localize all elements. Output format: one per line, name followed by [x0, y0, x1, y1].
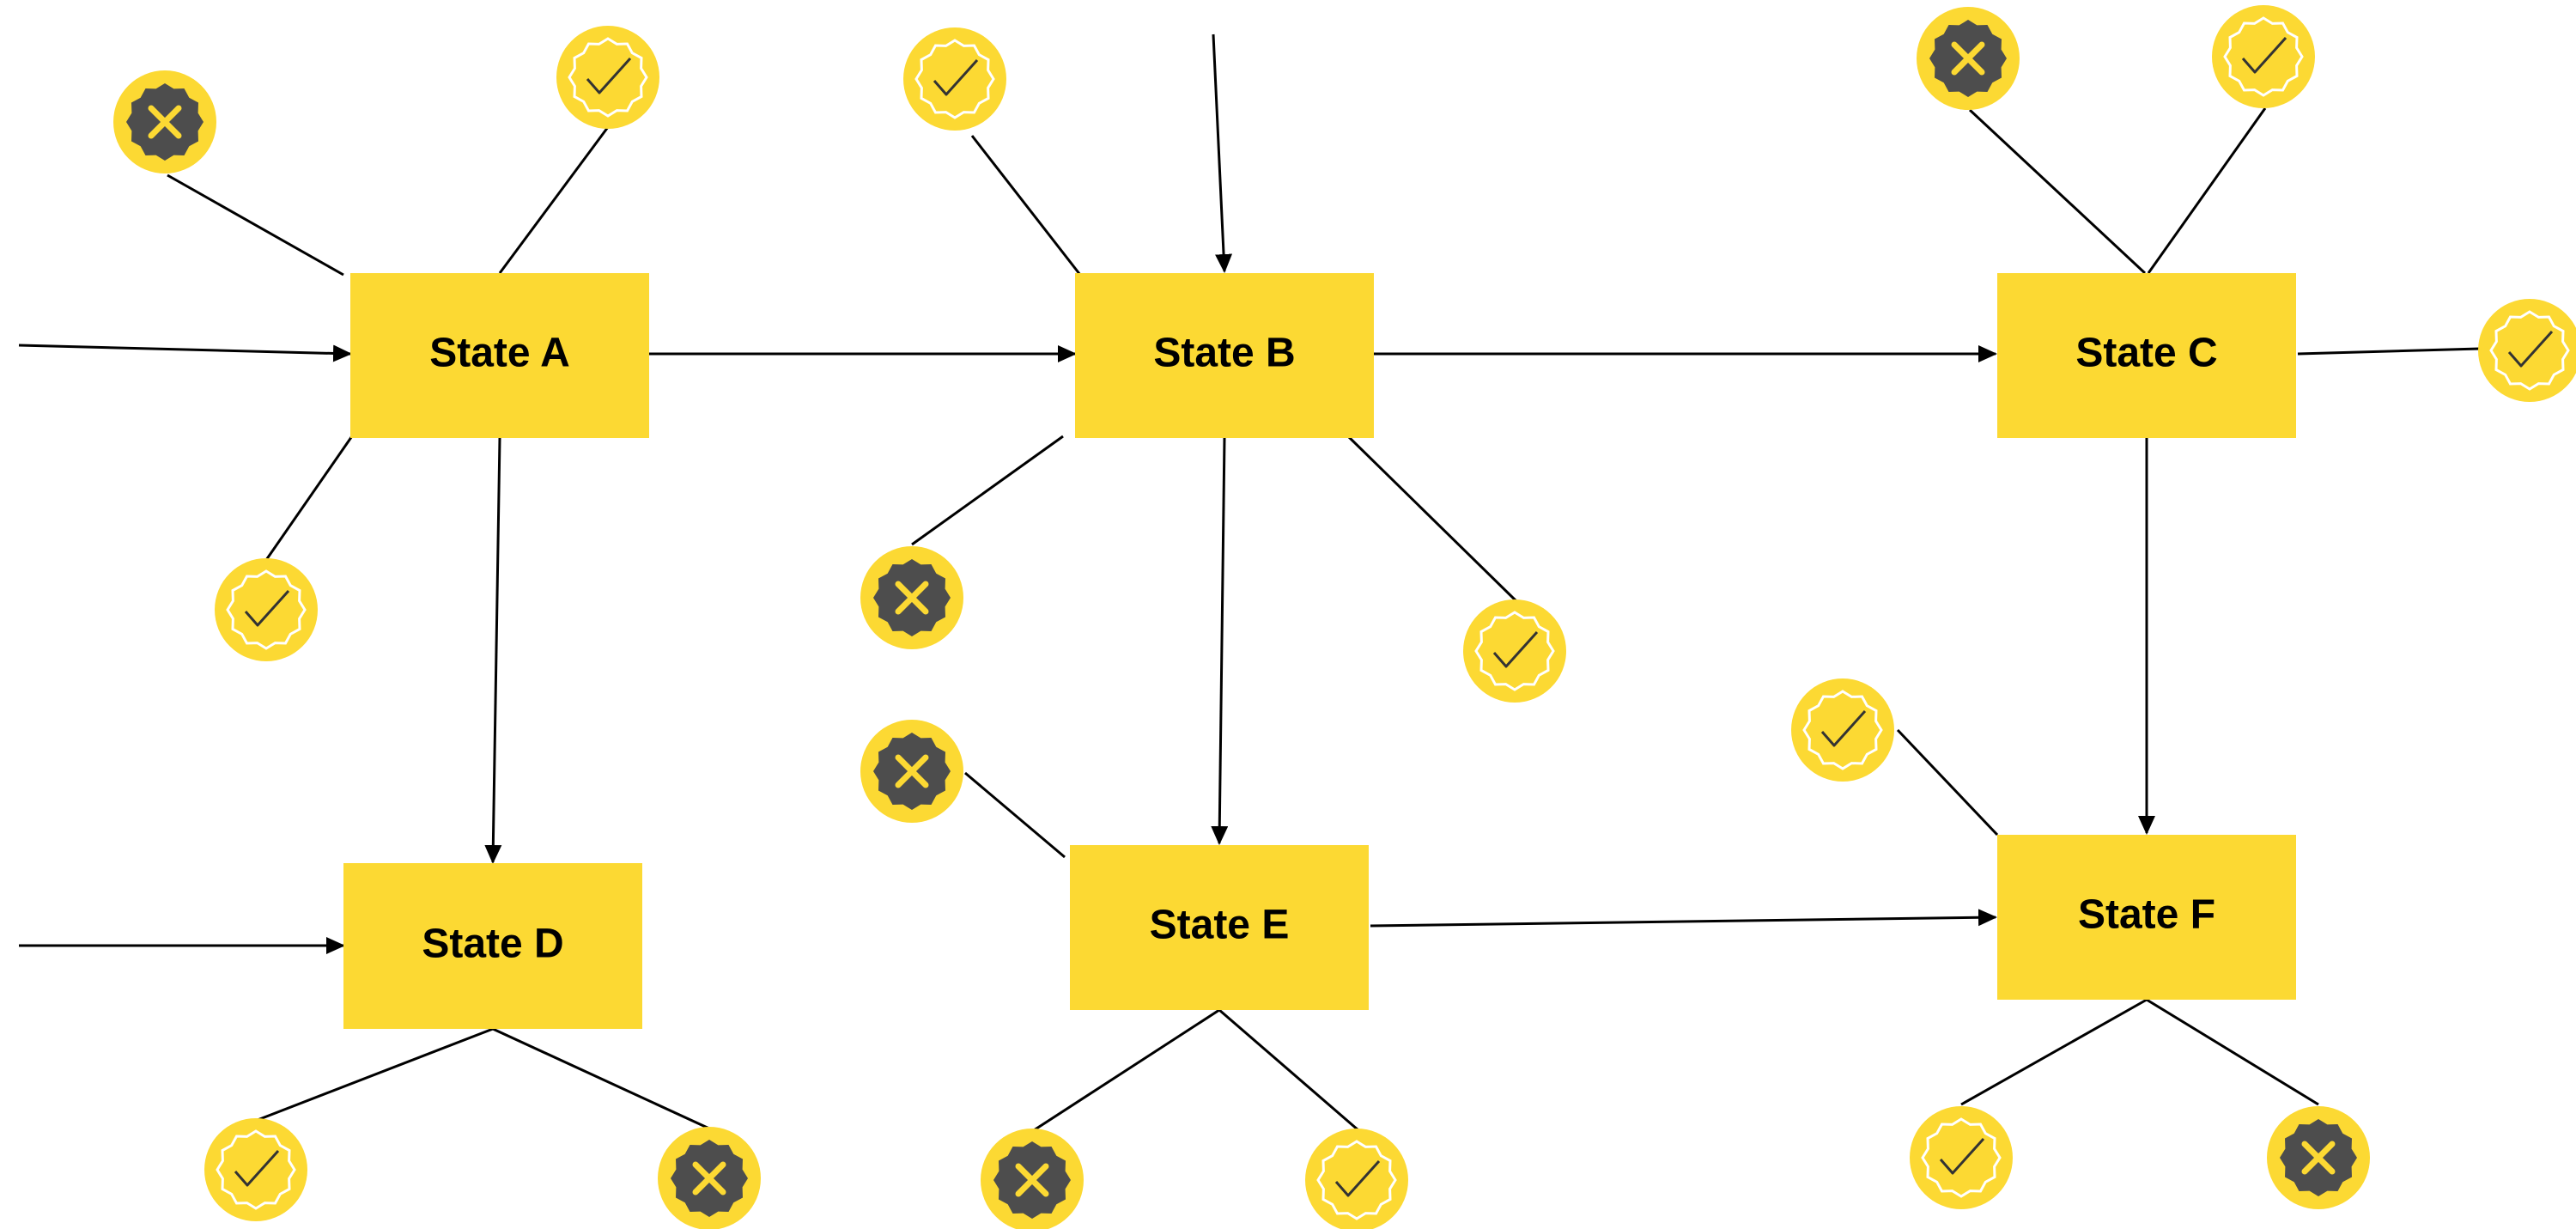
transition-entry-to-a: [18, 344, 352, 362]
badge-seal: [216, 1129, 296, 1210]
connector-e-success-bottom: [1218, 1008, 1359, 1132]
success-badge-state-b: [1463, 599, 1566, 703]
badge-seal: [568, 37, 648, 118]
error-badge-state-c: [1917, 7, 2020, 110]
x-icon: [1951, 41, 1985, 76]
state-c[interactable]: State C: [1997, 273, 2296, 438]
state-b-label: State B: [1153, 331, 1295, 376]
error-badge-state-f: [2267, 1106, 2370, 1209]
x-icon: [148, 105, 182, 139]
state-f[interactable]: State F: [1997, 835, 2296, 1000]
badge-seal: [2489, 310, 2570, 391]
state-c-box[interactable]: [1997, 273, 2296, 438]
success-badge-state-f: [1910, 1106, 2013, 1209]
badge-seal: [1474, 611, 1555, 691]
connector-b-success-bottom: [1346, 435, 1518, 603]
badge-connectors: [167, 107, 2481, 1132]
x-icon: [895, 581, 929, 615]
connector-b-success-top: [970, 135, 1082, 276]
error-badge-state-e: [860, 720, 963, 823]
x-icon: [2301, 1141, 2336, 1175]
state-a-box[interactable]: [350, 273, 649, 438]
checkmark-icon: [1334, 1159, 1381, 1197]
connector-a-success-bottom: [264, 430, 357, 561]
checkmark-icon: [586, 57, 632, 94]
checkmark-icon: [1939, 1137, 1985, 1175]
state-a[interactable]: State A: [350, 273, 649, 438]
connector-d-error: [492, 1027, 710, 1130]
connector-c-error-top: [1968, 108, 2147, 275]
transition-e-to-f: [1370, 909, 1997, 928]
checkmark-icon: [244, 589, 290, 627]
state-d[interactable]: State D: [343, 863, 642, 1029]
state-f-label: State F: [2078, 892, 2215, 938]
badge-seal: [2223, 16, 2304, 97]
badge-seal: [914, 39, 995, 119]
state-e-label: State E: [1150, 903, 1290, 948]
error-badge-state-d: [658, 1127, 761, 1229]
x-icon: [895, 754, 929, 788]
success-badge-state-c: [2212, 5, 2315, 108]
badge-seal: [1316, 1140, 1397, 1220]
x-icon: [692, 1161, 726, 1196]
connector-a-error-top: [167, 173, 344, 277]
state-d-label: State D: [422, 922, 563, 967]
error-badge-state-b: [860, 546, 963, 649]
state-e[interactable]: State E: [1070, 845, 1369, 1010]
transitions: [18, 33, 2155, 954]
error-badge-state-e: [981, 1129, 1084, 1229]
transition-entry-to-b: [1212, 33, 1233, 273]
checkmark-icon: [933, 58, 979, 96]
state-e-box[interactable]: [1070, 845, 1369, 1010]
success-badge-state-d: [204, 1118, 307, 1221]
connector-a-success-top: [498, 126, 610, 274]
success-badge-state-a: [215, 558, 318, 661]
badge-seal: [1921, 1117, 2002, 1198]
connector-f-success-top: [1896, 728, 1999, 837]
state-a-label: State A: [429, 331, 570, 376]
checkmark-icon: [2241, 36, 2287, 74]
success-badge-state-a: [556, 26, 659, 129]
x-icon: [1015, 1163, 1049, 1197]
connector-b-error-bottom: [911, 435, 1064, 546]
connector-e-error-top: [964, 771, 1066, 859]
connector-d-success: [257, 1027, 494, 1122]
connector-f-success-bottom: [1960, 998, 2148, 1106]
success-badge-state-b: [903, 27, 1006, 131]
connector-e-error-bottom: [1033, 1008, 1220, 1132]
checkmark-icon: [1492, 630, 1539, 668]
success-badge-state-c: [2478, 299, 2576, 402]
state-b-box[interactable]: [1075, 273, 1374, 438]
state-b[interactable]: State B: [1075, 273, 1374, 438]
state-c-label: State C: [2075, 331, 2217, 376]
checkmark-icon: [234, 1149, 280, 1187]
transition-a-to-d: [484, 437, 502, 864]
connector-c-success-top: [2147, 107, 2267, 274]
connector-c-success-right: [2297, 347, 2481, 356]
state-f-box[interactable]: [1997, 835, 2296, 1000]
success-badge-state-e: [1305, 1129, 1408, 1229]
success-badge-state-f: [1791, 678, 1894, 782]
connector-f-error-bottom: [2146, 998, 2319, 1106]
badges: [113, 5, 2576, 1229]
state-d-box[interactable]: [343, 863, 642, 1029]
transition-b-to-e: [1211, 437, 1229, 845]
badge-seal: [1802, 690, 1883, 770]
error-badge-state-a: [113, 70, 216, 173]
checkmark-icon: [1820, 709, 1867, 747]
badge-seal: [226, 569, 307, 650]
checkmark-icon: [2507, 330, 2554, 368]
